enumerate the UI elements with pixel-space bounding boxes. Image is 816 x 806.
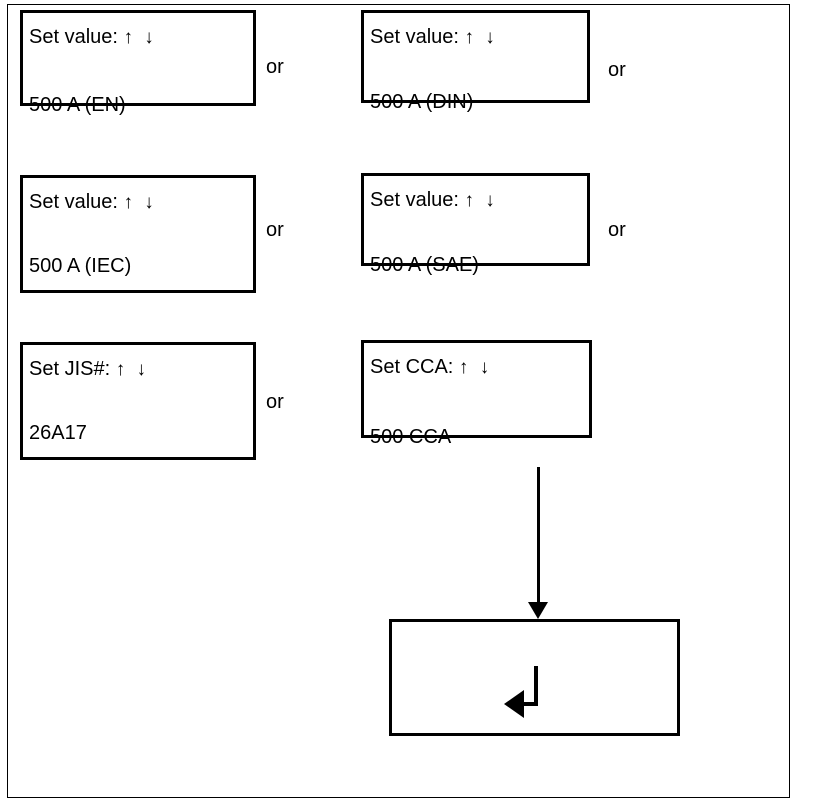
connector-stem xyxy=(537,467,540,603)
screen-cca-value: 500 CCA xyxy=(370,426,452,448)
up-down-arrows-icon: ↑ ↓ xyxy=(123,192,157,213)
screen-box-iec[interactable]: Set value: ↑ ↓ 500 A (IEC) xyxy=(20,175,256,293)
screen-iec-value: 500 A (IEC) xyxy=(29,255,132,277)
up-down-arrows-icon: ↑ ↓ xyxy=(464,27,498,48)
page-border xyxy=(7,4,790,798)
screen-sae-prompt: Set value: xyxy=(370,189,459,211)
up-down-arrows-icon: ↑ ↓ xyxy=(464,190,498,211)
screen-en-prompt-line: Set value: ↑ ↓ xyxy=(29,27,157,48)
screen-box-sae[interactable]: Set value: ↑ ↓ 500 A (SAE) xyxy=(361,173,590,275)
screen-box-din[interactable]: Set value: ↑ ↓ 500 A (DIN) xyxy=(361,10,590,112)
screen-din-prompt: Set value: xyxy=(370,26,459,48)
or-label-row2-left: or xyxy=(266,219,284,241)
screen-din-value: 500 A (DIN) xyxy=(370,91,474,113)
connector-arrowhead-icon xyxy=(528,602,548,619)
screen-box-jis[interactable]: Set JIS#: ↑ ↓ 26A17 xyxy=(20,342,256,460)
return-arrow-vertical-bar xyxy=(534,666,538,704)
screen-box-cca[interactable]: Set CCA: ↑ ↓ 500 CCA xyxy=(361,340,592,447)
screen-box-enter[interactable] xyxy=(389,619,680,736)
up-down-arrows-icon: ↑ ↓ xyxy=(123,27,157,48)
screen-sae-value: 500 A (SAE) xyxy=(370,254,479,276)
or-label-row3-left: or xyxy=(266,391,284,413)
up-down-arrows-icon: ↑ ↓ xyxy=(458,357,493,378)
screen-din-prompt-line: Set value: ↑ ↓ xyxy=(370,27,498,48)
screen-cca-prompt: Set CCA: xyxy=(370,356,454,378)
or-label-row1-left: or xyxy=(266,56,284,78)
screen-sae-prompt-line: Set value: ↑ ↓ xyxy=(370,190,498,211)
enter-return-arrow-icon xyxy=(504,666,538,718)
screen-jis-prompt-line: Set JIS#: ↑ ↓ xyxy=(29,359,149,380)
screen-iec-prompt: Set value: xyxy=(29,191,118,213)
screen-iec-prompt-line: Set value: ↑ ↓ xyxy=(29,192,157,213)
screen-en-value: 500 A (EN) xyxy=(29,94,126,116)
return-arrow-horizontal-bar xyxy=(510,702,538,706)
screen-en-prompt: Set value: xyxy=(29,26,118,48)
screen-jis-value: 26A17 xyxy=(29,422,87,444)
up-down-arrows-icon: ↑ ↓ xyxy=(115,359,149,380)
screen-cca-prompt-line: Set CCA: ↑ ↓ xyxy=(370,357,492,378)
or-label-row2-right: or xyxy=(608,219,626,241)
screen-box-en[interactable]: Set value: ↑ ↓ 500 A (EN) xyxy=(20,10,256,115)
return-arrow-head xyxy=(504,690,524,718)
or-label-row1-right: or xyxy=(608,59,626,81)
screen-jis-prompt: Set JIS#: xyxy=(29,358,111,380)
